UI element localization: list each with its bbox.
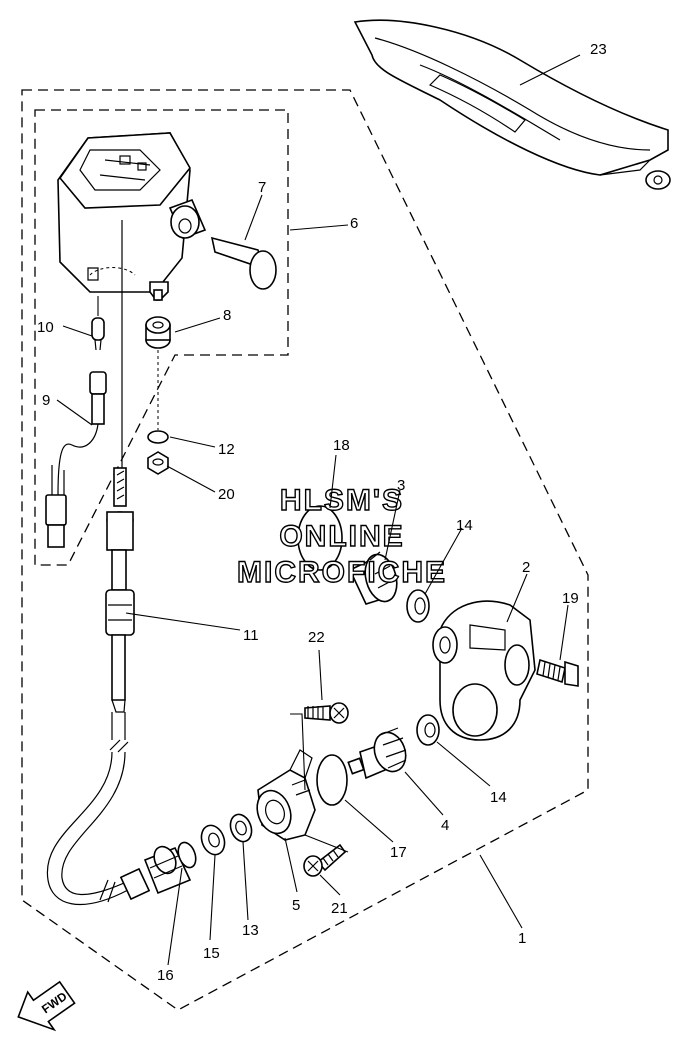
bushing-part-14-lower — [416, 714, 440, 746]
grommet-part-8 — [145, 316, 171, 349]
o-ring-part-16 — [177, 841, 197, 869]
bushing-part-14-upper — [406, 589, 430, 623]
callout-4: 4 — [441, 817, 449, 834]
callouts: 23 7 6 8 10 9 12 18 3 20 14 2 19 11 22 1… — [37, 41, 607, 984]
watermark-line-1: HLSM'S — [280, 484, 404, 517]
callout-21: 21 — [331, 900, 348, 917]
screw-21-guide-line — [304, 834, 349, 853]
callout-8: 8 — [223, 307, 231, 324]
washer-part-12 — [147, 430, 169, 444]
callout-22: 22 — [308, 629, 325, 646]
knob-part-7 — [168, 198, 277, 290]
drive-gear-part-3 — [348, 551, 398, 605]
callout-23: 23 — [590, 41, 607, 58]
o-ring-part-18 — [297, 505, 343, 571]
cover-part-23 — [353, 19, 671, 190]
callout-12: 12 — [218, 441, 235, 458]
oil-seal-part-15 — [200, 824, 226, 856]
callout-13: 13 — [242, 922, 259, 939]
callout-10: 10 — [37, 319, 54, 336]
callout-9: 9 — [42, 392, 50, 409]
leader-lines — [56, 54, 581, 966]
driven-gear-part-4 — [347, 727, 407, 780]
callout-16: 16 — [157, 967, 174, 984]
speedometer-cable-part-11 — [46, 220, 192, 905]
nut-part-20 — [147, 451, 169, 475]
callout-7: 7 — [258, 179, 266, 196]
callout-17: 17 — [390, 844, 407, 861]
bulb-part-10 — [91, 317, 105, 351]
assembly-1-boundary — [21, 89, 589, 1011]
callout-14-lower: 14 — [490, 789, 507, 806]
callout-2: 2 — [522, 559, 530, 576]
bolt-part-19 — [536, 658, 579, 687]
washer-part-13 — [229, 813, 253, 843]
screw-part-21 — [303, 843, 347, 877]
callout-20: 20 — [218, 486, 235, 503]
screw-22-guide-line — [290, 713, 306, 791]
callout-6: 6 — [350, 215, 358, 232]
speedometer-meter — [57, 132, 191, 301]
forward-arrow-icon: FWD — [17, 980, 76, 1032]
callout-11: 11 — [243, 627, 259, 644]
watermark: HLSM'S ONLINE MICROFICHE — [236, 483, 447, 589]
callout-5: 5 — [292, 897, 300, 914]
callout-14-upper: 14 — [456, 517, 473, 534]
watermark-line-2: ONLINE — [279, 520, 404, 553]
callout-1: 1 — [518, 930, 526, 947]
meter-group-6-boundary — [34, 109, 289, 566]
callout-18: 18 — [333, 437, 350, 454]
bulb-socket-part-9 — [45, 371, 107, 548]
watermark-line-3: MICROFICHE — [237, 556, 447, 589]
callout-3: 3 — [397, 477, 405, 494]
o-ring-part-17 — [316, 754, 348, 806]
screw-part-22 — [304, 702, 349, 724]
callout-15: 15 — [203, 945, 220, 962]
housing-body-part-2 — [432, 600, 536, 741]
gear-housing-part-5 — [256, 749, 316, 841]
callout-19: 19 — [562, 590, 579, 607]
